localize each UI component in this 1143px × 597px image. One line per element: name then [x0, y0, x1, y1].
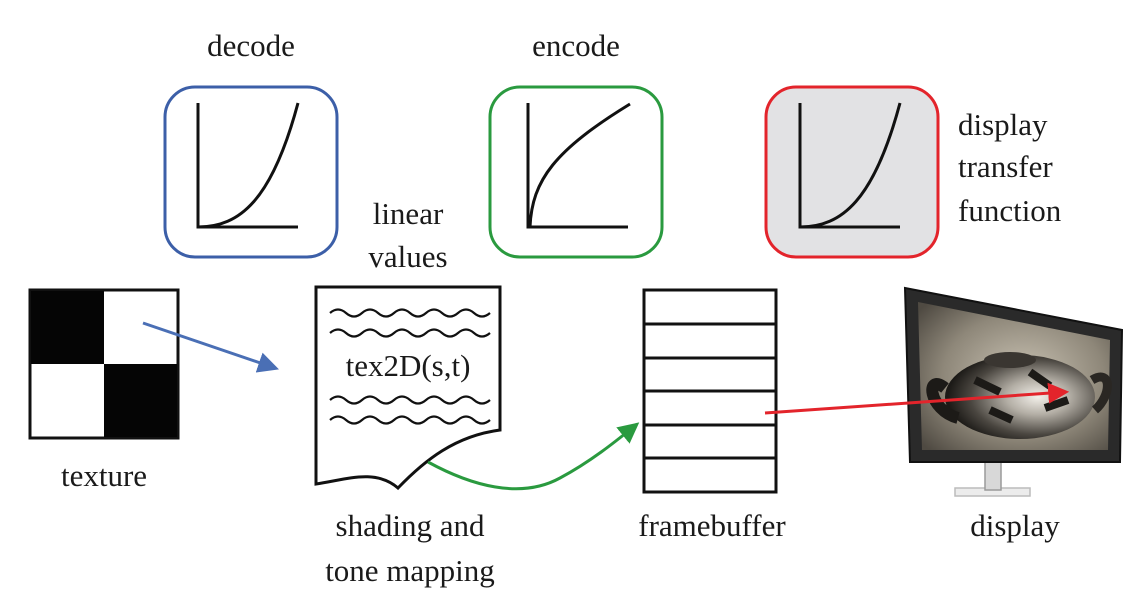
display-transfer-label-line2: transfer	[958, 149, 1053, 184]
shading-label-line1: shading and	[335, 508, 485, 543]
red-arrow	[764, 382, 1070, 415]
green-arrow	[427, 422, 640, 491]
blue-arrow	[142, 321, 279, 373]
teapot-image	[926, 352, 1112, 439]
shader-code-text: tex2D(s,t)	[345, 348, 471, 383]
framebuffer-label: framebuffer	[638, 508, 786, 543]
framebuffer-stack-icon	[642, 288, 778, 494]
encode-label: encode	[532, 28, 620, 63]
checkerboard-icon	[28, 288, 180, 440]
display-transfer-label-line3: function	[958, 193, 1062, 228]
decode-curve-box	[163, 85, 339, 259]
display-transfer-curve-icon	[798, 102, 902, 229]
decode-label: decode	[207, 28, 295, 63]
display-transfer-label-line1: display	[958, 107, 1048, 142]
encode-curve-icon	[526, 102, 631, 229]
texture-label: texture	[60, 458, 148, 493]
shading-label-line2: tone mapping	[325, 553, 495, 588]
display-transfer-curve-box	[764, 85, 940, 259]
decode-curve-icon	[196, 102, 300, 229]
display-label: display	[970, 508, 1060, 543]
linear-values-label-line1: linear	[372, 196, 444, 231]
shader-document-icon	[314, 285, 502, 491]
monitor-icon	[903, 286, 1124, 497]
linear-values-label-line2: values	[368, 239, 448, 274]
encode-curve-box	[488, 85, 664, 259]
